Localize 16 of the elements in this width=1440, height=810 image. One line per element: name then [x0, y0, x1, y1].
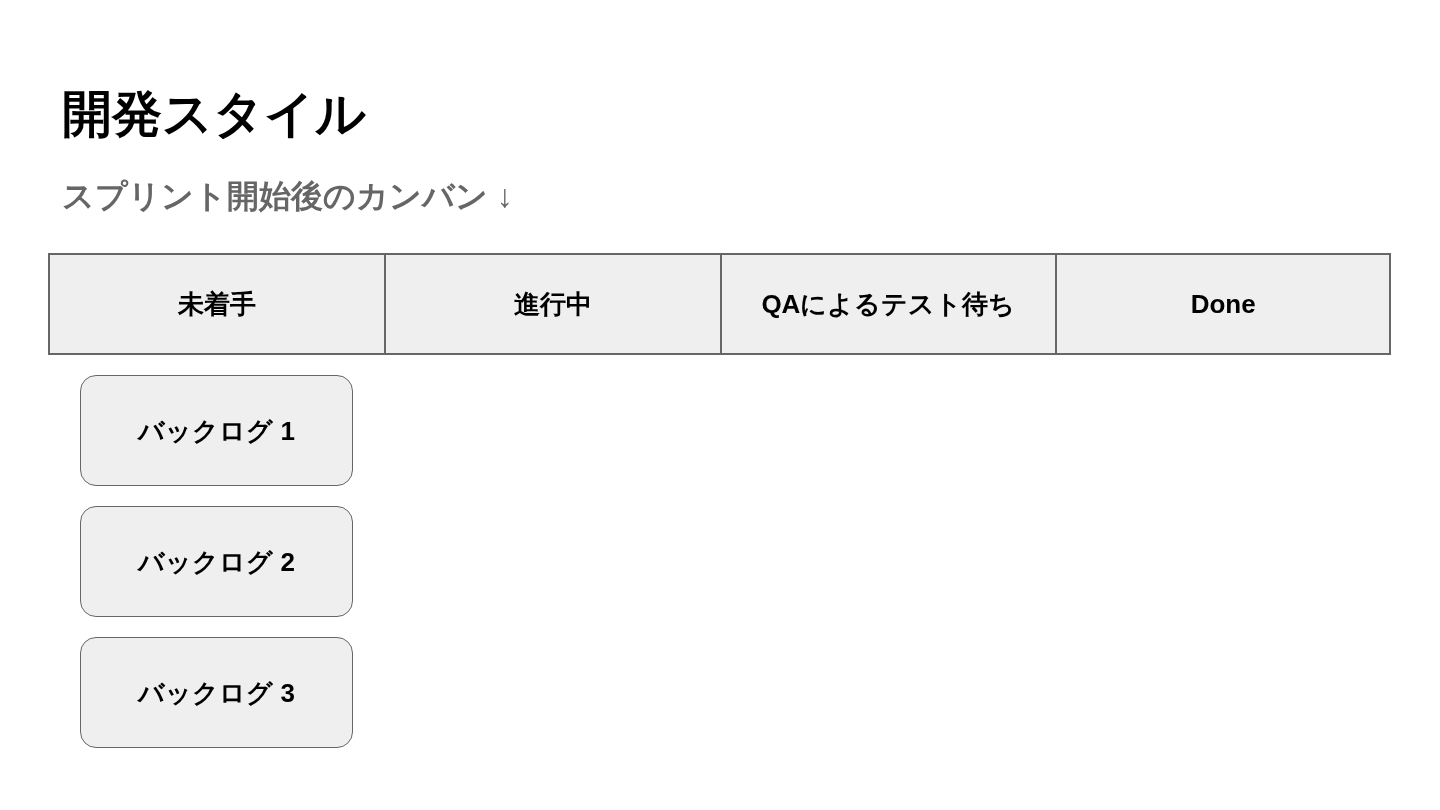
column-header: [1055, 253, 1391, 355]
column-header: [48, 253, 386, 355]
backlog-card: [80, 637, 353, 748]
column-title: QAによるテスト待ち: [761, 288, 1016, 320]
column-title: 未着手: [177, 288, 256, 320]
column-header: [383, 253, 722, 355]
subtitle: スプリント開始後のカンバン ↓: [62, 177, 513, 216]
page-title: 開発スタイル: [62, 85, 366, 144]
card-title: バックログ 2: [138, 545, 295, 578]
card-title: バックログ 3: [138, 676, 295, 709]
backlog-card: [80, 506, 353, 617]
card-title: バックログ 1: [138, 414, 295, 447]
column-title: 進行中: [513, 288, 592, 320]
column-title: Done: [1190, 288, 1256, 320]
column-header: [719, 253, 1058, 355]
backlog-card: [80, 375, 353, 486]
